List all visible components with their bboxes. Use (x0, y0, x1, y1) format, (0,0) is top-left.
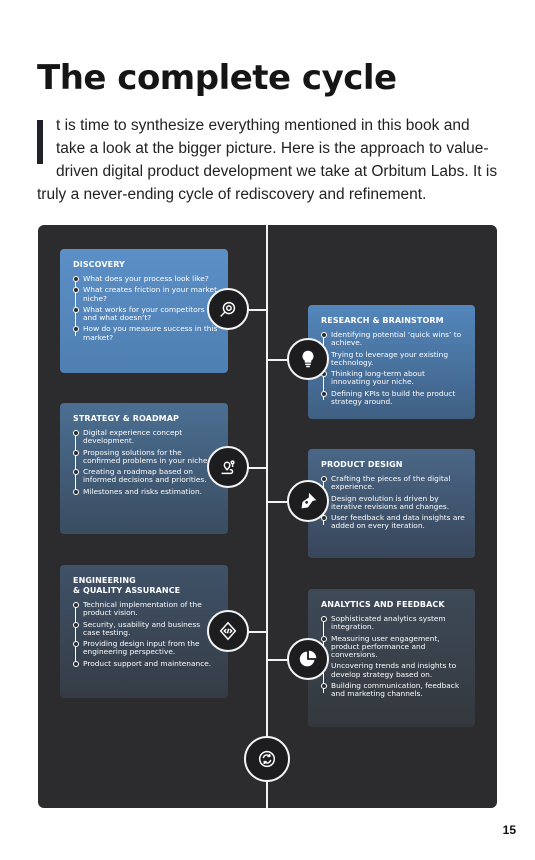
list-item: Defining KPIs to build the product strat… (321, 389, 465, 407)
list-item: User feedback and data insights are adde… (321, 513, 465, 531)
list-item: Product support and maintenance. (73, 659, 218, 668)
stage-card-product-design: PRODUCT DESIGN Crafting the pieces of th… (308, 449, 475, 558)
stage-title: ANALYTICS AND FEEDBACK (321, 600, 445, 609)
list-item: Design evolution is driven by iterative … (321, 494, 465, 512)
stage-card-engineering: ENGINEERING & QUALITY ASSURANCE Technica… (60, 565, 228, 698)
list-item: What creates friction in your market nic… (73, 285, 217, 303)
intro-text: t is time to synthesize everything menti… (37, 117, 498, 203)
list-item: How do you measure success in this marke… (73, 324, 218, 342)
list-item: Digital experience concept development. (73, 428, 218, 446)
list-item: Proposing solutions for the confirmed pr… (73, 448, 218, 466)
stage-title: RESEARCH & BRAINSTORM (321, 316, 444, 325)
stage-items: Digital experience concept development. … (73, 428, 218, 496)
magnifier-target-icon (207, 288, 249, 330)
code-icon (207, 610, 249, 652)
list-item: Providing design input from the engineer… (73, 640, 218, 657)
lightbulb-icon (287, 338, 329, 380)
page-number: 15 (502, 823, 516, 837)
page-title: The complete cycle (37, 58, 397, 98)
refresh-cycle-icon (244, 736, 290, 782)
list-item: Uncovering trends and insights to develo… (321, 662, 465, 679)
stage-card-discovery: DISCOVERY What does your process look li… (60, 249, 228, 373)
stage-card-research: RESEARCH & BRAINSTORM Identifying potent… (308, 305, 475, 419)
stage-title: STRATEGY & ROADMAP (73, 414, 179, 423)
list-item: What works for your competitors and what… (73, 305, 218, 323)
list-item: Creating a roadmap based on informed dec… (73, 468, 218, 485)
timeline-spine (266, 225, 268, 808)
stage-title: PRODUCT DESIGN (321, 460, 403, 469)
stage-items: Sophisticated analytics system integrati… (321, 614, 465, 699)
cycle-diagram: DISCOVERY What does your process look li… (38, 225, 497, 808)
list-item: Trying to leverage your existing technol… (321, 350, 465, 368)
stage-card-strategy: STRATEGY & ROADMAP Digital experience co… (60, 403, 228, 534)
list-item: Milestones and risks estimation. (73, 487, 218, 496)
stage-items: Crafting the pieces of the digital exper… (321, 474, 465, 531)
stage-title: ENGINEERING & QUALITY ASSURANCE (73, 576, 181, 595)
list-item: Identifying potential ‘quick wins’ to ac… (321, 330, 465, 348)
roadmap-pin-icon (207, 446, 249, 488)
stage-card-analytics: ANALYTICS AND FEEDBACK Sophisticated ana… (308, 589, 475, 727)
list-item: Measuring user engagement, product perfo… (321, 634, 465, 660)
list-item: Crafting the pieces of the digital exper… (321, 474, 465, 492)
list-item: Security, usability and business case te… (73, 620, 218, 638)
list-item: What does your process look like? (73, 274, 218, 283)
stage-items: Identifying potential ‘quick wins’ to ac… (321, 330, 465, 407)
dropcap-bar (37, 120, 43, 164)
stage-items: Technical implementation of the product … (73, 600, 218, 668)
pen-nib-icon (287, 480, 329, 522)
pie-chart-icon (287, 638, 329, 680)
list-item: Sophisticated analytics system integrati… (321, 614, 465, 632)
stage-items: What does your process look like? What c… (73, 274, 218, 342)
intro-paragraph: t is time to synthesize everything menti… (37, 114, 499, 206)
list-item: Building communication, feedback and mar… (321, 682, 465, 699)
list-item: Thinking long-term about innovating your… (321, 370, 465, 387)
stage-title: DISCOVERY (73, 260, 125, 269)
list-item: Technical implementation of the product … (73, 600, 218, 618)
